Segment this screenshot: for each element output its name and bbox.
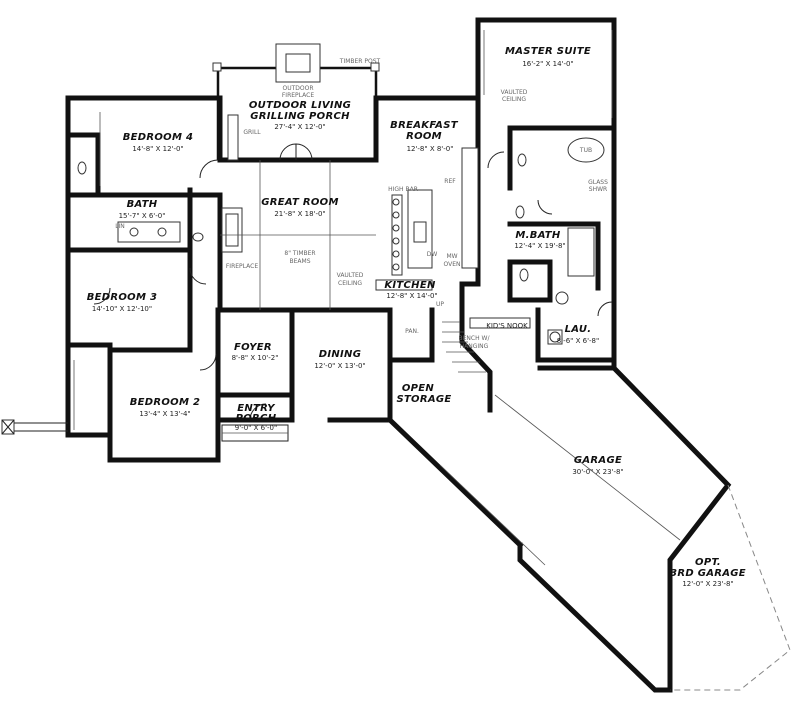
outdoor-fireplace-note-2: FIREPLACE [282,92,314,99]
ceiling-note-great: CEILING [338,280,362,287]
bedroom4-name: BEDROOM 4 [123,132,194,143]
outdoor-fireplace-note-1: OUTDOOR [282,85,313,92]
fireplace-note: FIREPLACE [226,263,258,270]
dining-dims: 12'-0" X 13'-0" [314,362,365,370]
vaulted-note-great: VAULTED [337,272,364,279]
storage-name: STORAGE [396,394,451,405]
bedroom2-dims: 13'-4" X 13'-4" [139,410,190,418]
up-note: UP [436,301,444,308]
bath-dims: 15'-7" X 6'-0" [119,212,166,220]
outdoor-living-name: OUTDOOR LIVING [249,100,351,111]
tub-note: TUB [579,147,592,154]
lau-dims: 8'-6" X 6'-8" [557,337,599,345]
entry-name: ENTRY [237,403,276,414]
breakfast-name: BREAKFAST [390,120,459,131]
stairs [442,321,486,373]
timber-beams-note-1: 8" TIMBER [284,250,315,257]
kitchen-dims: 12'-8" X 14'-0" [386,292,437,300]
grilling-porch-name: GRILLING PORCH [250,111,350,122]
exterior-walls [65,17,732,693]
glass-note-2: SHWR [589,186,607,193]
ceiling-note-master: CEILING [502,96,526,103]
opt-garage-outline [670,484,791,691]
opt-garage-dims: 12'-0" X 23'-8" [682,580,733,588]
kitchen-name: KITCHEN [384,280,436,291]
m-bath-dims: 12'-4" X 19'-8" [514,242,565,250]
porch-name: PORCH [236,413,277,424]
opt-garage-name: 3RD GARAGE [670,568,746,579]
grill-note: GRILL [243,129,261,136]
glass-note-1: GLASS [588,179,608,186]
mw-note: MW [446,253,457,260]
high-bar-note: HIGH BAR [388,186,418,193]
great-room-name: GREAT ROOM [261,197,338,208]
garage-dims: 30'-0" X 23'-8" [572,468,623,476]
pan-note: PAN. [405,328,419,335]
master-suite-name: MASTER SUITE [505,46,591,57]
breakfast-room-name: ROOM [406,131,442,142]
timber-beams-note-2: BEAMS [290,258,311,265]
bench-note-2: HANGING [460,343,489,350]
bedroom4-dims: 14'-8" X 12'-0" [132,145,183,153]
vaulted-note-master: VAULTED [501,89,528,96]
foyer-name: FOYER [234,342,272,353]
m-bath-name: M.BATH [515,230,560,241]
bath-name: BATH [127,199,158,210]
oven-note: OVEN [443,261,460,268]
opt-name: OPT. [695,557,721,568]
bedroom3-name: BEDROOM 3 [87,292,158,303]
dw-note: DW [427,251,438,258]
bedroom2-name: BEDROOM 2 [130,397,201,408]
bedroom3-dims: 14'-10" X 12'-10" [92,305,152,313]
outdoor-living-dims: 27'-4" X 12'-0" [274,123,325,131]
entry-porch-dims: 9'-0" X 6'-0" [235,424,277,432]
garage-name: GARAGE [574,455,622,466]
bench-note-1: BENCH W/ [459,335,491,342]
foyer-dims: 8'-8" X 10'-2" [232,354,279,362]
lau-name: LAU. [565,324,592,335]
interior-details [1,30,681,566]
great-room-dims: 21'-8" X 18'-0" [274,210,325,218]
ref-note: REF [444,178,456,185]
dining-name: DINING [319,349,362,360]
room-labels: MASTER SUITE 16'-2" X 14'-0" OUTDOOR LIV… [87,46,746,588]
master-suite-dims: 16'-2" X 14'-0" [522,60,573,68]
lin-note: LIN [115,223,125,230]
breakfast-dims: 12'-8" X 8'-0" [407,145,454,153]
notes: TIMBER POST OUTDOOR FIREPLACE GRILL VAUL… [115,58,608,350]
timber-post-note: TIMBER POST [339,58,381,65]
kids-nook-name: KID'S NOOK [486,322,528,330]
open-name: OPEN [402,383,435,394]
